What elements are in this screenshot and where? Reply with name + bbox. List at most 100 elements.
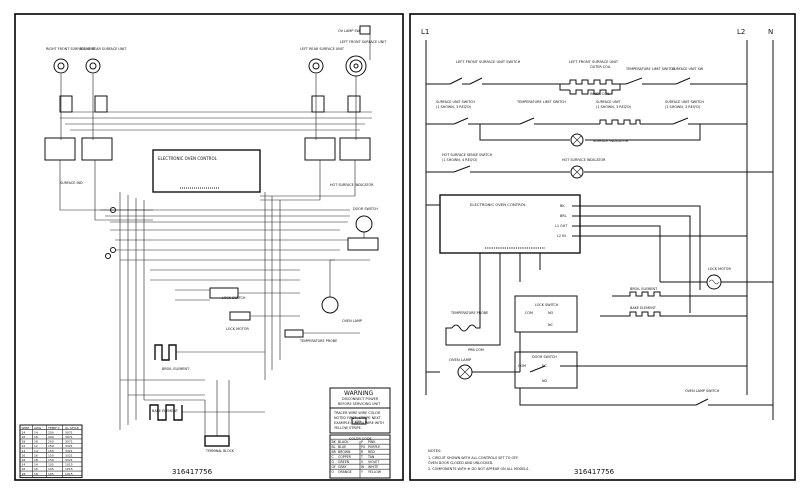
left-wiring-harness: [59, 34, 372, 436]
lock-switch-nc: NC: [548, 323, 554, 327]
wire-table-cell: 14: [34, 430, 38, 434]
wire-table-cell: 18: [22, 458, 26, 462]
terminal-block-icon: [204, 435, 230, 447]
warning-body-4: YELLOW STRIPE.: [334, 426, 362, 430]
wire-table-cell: 105: [48, 467, 54, 471]
hot-surface-sense-label: HOT SURFACE SENSE SWITCH: [442, 153, 493, 157]
wire-table-cell: 12: [22, 444, 26, 448]
rr-unit-label: RIGHT REAR SURFACE UNIT: [80, 47, 127, 51]
surface-indicator-lamp: [570, 133, 584, 147]
lock-switch-com: COM: [525, 311, 533, 315]
wire-table-cell: 3321: [65, 453, 73, 457]
warning-line-2: BEFORE SERVICING UNIT: [338, 402, 381, 406]
door-switch-com: COM: [518, 364, 526, 368]
su-switch-a-label: SURFACE UNIT SWITCH: [436, 100, 475, 104]
left-part-number: 316417756: [172, 468, 213, 476]
lock-motor-label-r: LOCK MOTOR: [708, 267, 731, 271]
terminal-block-label: TERMINAL BLOCK: [205, 449, 235, 453]
right-limit-switch-b: [347, 95, 361, 113]
left-rear-unit-icon: [308, 58, 324, 74]
color-code-cell: BROWN: [338, 450, 351, 454]
oven-lamp-switch-label: OVEN LAMP SWITCH: [685, 389, 720, 393]
wire-table-header-cell: AWG: [34, 426, 42, 430]
door-switch-no: NO: [542, 379, 548, 383]
lr-unit-label: LEFT REAR SURFACE UNIT: [300, 47, 345, 51]
ov-lamp-switch-box: [359, 25, 371, 35]
wire-table-cell: 3321: [65, 458, 73, 462]
rf-unit-label: RIGHT FRONT SURFACE UNIT: [46, 47, 96, 51]
wire-table-cell: 16: [22, 453, 26, 457]
left-switch-block-b: [81, 137, 113, 161]
lock-motor-box: [229, 311, 251, 321]
wire-table-cell: 150: [48, 453, 54, 457]
color-code-cell: P: [361, 440, 363, 444]
warning-legend-code: G/Y: [355, 420, 362, 424]
wire-table-cell: 14: [34, 449, 38, 453]
color-code-cell: BLUE: [338, 445, 346, 449]
warning-body-1: TRACER WIRE WIRE COLOR: [333, 411, 381, 415]
wire-table-cell: 18: [22, 472, 26, 476]
wire-table-cell: 18: [22, 440, 26, 444]
temp-probe-icon-r: [451, 324, 477, 332]
temp-probe-label-r: TEMPERATURE PROBE: [450, 311, 488, 315]
surface-unit-sw-1-label: SURFACE UNIT SW: [672, 67, 704, 71]
oven-lamp-label: OVEN LAMP: [342, 319, 362, 323]
door-switch-terminal-block: [347, 237, 379, 251]
hot-surface-sense-sub: (1 SHOWN, 4 REQ'D): [442, 158, 478, 162]
lock-switch-label: LOCK SWITCH: [222, 296, 246, 300]
color-code-cell: O: [332, 470, 335, 474]
right-switch-block-b: [339, 137, 371, 161]
wire-table-cell: 1015: [65, 472, 73, 476]
line-l2-label: L2: [737, 28, 745, 36]
surface-unit-label: SURFACE UNIT: [596, 100, 621, 104]
door-switch-icon: [355, 215, 373, 233]
wire-table-cell: 1015: [65, 467, 73, 471]
su-switch-b-label: SURFACE UNIT SWITCH: [665, 100, 704, 104]
wire-table-cell: 3321: [65, 444, 73, 448]
wire-table-cell: 18: [34, 472, 38, 476]
door-switch-box-r: [514, 351, 578, 389]
color-code-cell: GY: [332, 465, 336, 469]
note-1b: OVEN DOOR CLOSED AND UNLOCKED.: [428, 461, 493, 465]
warning-title: WARNING: [344, 390, 374, 397]
oven-lamp-icon: [321, 296, 339, 314]
wire-table-cell: 16: [34, 453, 38, 457]
lock-motor-label: LOCK MOTOR: [226, 327, 249, 331]
left-limit-switch-a: [59, 95, 73, 113]
left-front-unit-icon: [345, 55, 367, 77]
wire-table-cell: 1015: [65, 463, 73, 467]
color-code-cell: T: [360, 455, 363, 459]
color-code-cell: RED: [368, 450, 375, 454]
eoc-pin-l2in: L2 IN: [557, 234, 566, 238]
lf-unit-label-r: LEFT FRONT SURFACE UNIT: [569, 60, 619, 64]
wire-table-cell: 16: [22, 467, 26, 471]
temp-limit-2-label: TEMPERATURE LIMIT SWITCH: [516, 100, 566, 104]
door-switch-label-r: DOOR SWITCH: [532, 355, 557, 359]
temp-probe-icon: [284, 329, 304, 338]
bake-element-icon: [149, 404, 183, 421]
wire-table-cell: 16: [34, 467, 38, 471]
eoc-label: ELECTRONIC OVEN CONTROL: [158, 156, 218, 161]
color-code-cell: R: [361, 450, 364, 454]
temp-limit-1-label: TEMPERATURE LIMIT SWITCH: [625, 67, 675, 71]
wire-table-header-cell: UL STYLE: [65, 426, 79, 430]
color-code-cell: GREEN: [338, 460, 350, 464]
color-code-cell: YELLOW: [368, 470, 382, 474]
right-limit-switch-a: [311, 95, 325, 113]
ov-lamp-label: OV LAMP SW: [338, 29, 360, 33]
lock-switch-label-r: LOCK SWITCH: [535, 303, 559, 307]
color-code-cell: V: [361, 460, 364, 464]
wire-table-cell: 150: [48, 458, 54, 462]
eoc-label-r: ELECTRONIC OVEN CONTROL: [470, 202, 527, 207]
oven-lamp-label-r: OVEN LAMP: [449, 357, 472, 362]
wire-table-cell: 14: [22, 449, 26, 453]
surface-ind-label: SURFACE IND: [60, 181, 83, 185]
right-panel-border: [409, 13, 796, 481]
wire-table-cell: 200: [48, 440, 54, 444]
color-code-cell: TAN: [367, 455, 375, 459]
color-code-cell: COPPER: [338, 455, 352, 459]
wire-table-cell: 18: [34, 440, 38, 444]
surface-indicator-label: SURFACE INDICATOR: [593, 139, 629, 143]
hot-surface-indicator-lamp: [570, 165, 584, 179]
